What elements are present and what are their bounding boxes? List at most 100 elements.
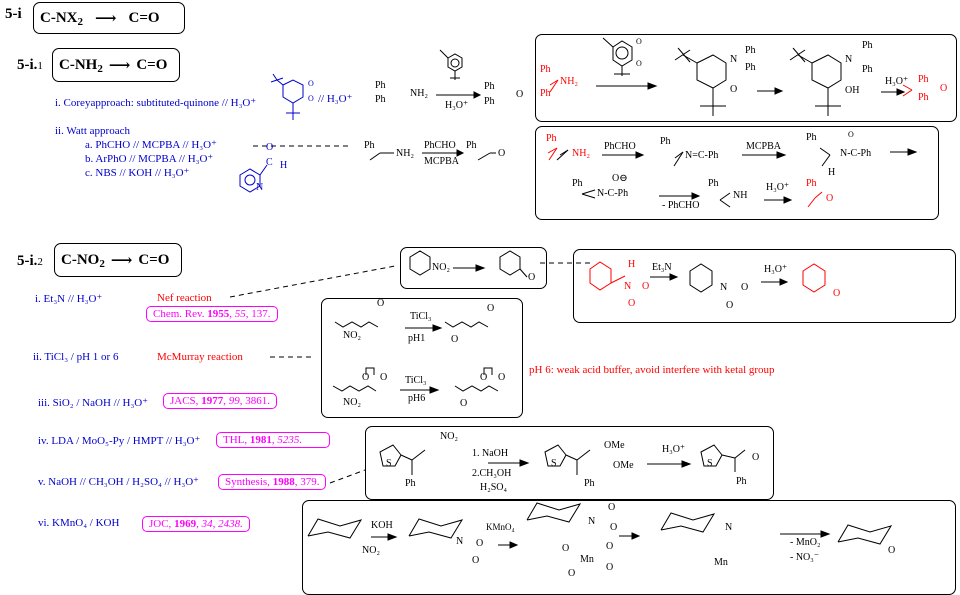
- ticl3-top-prod-o2: O: [451, 334, 459, 345]
- title-from-subscript: 2: [77, 16, 84, 28]
- mech-int2-oh: OH: [845, 85, 860, 96]
- ref-page: 5235.: [277, 434, 303, 446]
- watt-mech-int2-o: O: [848, 130, 854, 139]
- title-from-subscript: 2: [99, 258, 105, 270]
- ticl3-top-prod-o1: O: [487, 303, 495, 314]
- corey-prod-o: O: [516, 89, 524, 100]
- method-watt-b: b. ArPhO // MCPBA // H₃O⁺: [85, 153, 214, 165]
- ph6-note: pH 6: weak acid buffer, avoid interfere …: [529, 364, 775, 376]
- ref-page: 3861.: [245, 395, 270, 407]
- quinone-o2: O: [308, 94, 314, 103]
- title-to: C=O: [128, 9, 160, 26]
- mech-int1-ph1: Ph: [745, 45, 756, 56]
- kmno4-step1: KOH: [371, 520, 393, 531]
- section-number-1-sub: 1: [37, 60, 43, 72]
- thio-step1a: 1. NaOH: [472, 448, 509, 459]
- watt-mech-ph: Ph: [546, 133, 557, 144]
- nef-mech-h: H: [628, 259, 636, 270]
- ref-year: 1955: [207, 308, 230, 320]
- method-nef: i. Et₃N // H₃O⁺: [35, 293, 103, 305]
- thio-ph3: Ph: [736, 476, 747, 487]
- reference-jacs[interactable]: JACS, 1977, 99, 3861.: [163, 393, 277, 409]
- kmno4-int-n: N: [588, 516, 596, 527]
- kmno4-scheme-box: [302, 500, 956, 595]
- corey-below-arrow: H₃O⁺: [445, 100, 469, 111]
- ref-volume: 99: [228, 395, 240, 407]
- method-corey: i. Coreyapproach: subtituted-quinone // …: [55, 97, 257, 109]
- corey-prod-ph2: Ph: [484, 96, 495, 107]
- mech-start-nh2: NH₂: [560, 76, 578, 87]
- nef-mech-int-o2: O: [726, 300, 734, 311]
- mech-start-ph2: Ph: [540, 88, 551, 99]
- ref-page: 2438.: [218, 518, 243, 530]
- corey-ph2: Ph: [375, 94, 386, 105]
- mech-int2-n: N: [845, 54, 853, 65]
- pyridine-o: O: [266, 142, 274, 153]
- kmno4-no2: NO₂: [362, 545, 380, 556]
- ticl3-top-o: O: [377, 298, 385, 309]
- nef-mech-int-o1: O: [741, 282, 749, 293]
- corey-nh2: NH₂: [410, 88, 428, 99]
- mech-prod-ph2: Ph: [918, 92, 929, 103]
- mech-int1-ph2: Ph: [745, 62, 756, 73]
- section-number-1-text: 5-i.: [17, 57, 38, 73]
- ticl3-top-cond: pH1: [408, 333, 426, 344]
- nef-product-ring: [802, 263, 826, 293]
- reference-chem-rev[interactable]: Chem. Rev. 1955, 55, 137.: [146, 306, 278, 322]
- kmno4-int-o: O: [562, 543, 570, 554]
- reference-synthesis[interactable]: Synthesis, 1988, 379.: [218, 474, 327, 490]
- nef-mech-step2: H₃O⁺: [764, 264, 788, 275]
- ref-journal: Synthesis,: [225, 476, 270, 488]
- reference-joc[interactable]: JOC, 1969, 34, 2438.: [142, 516, 250, 532]
- ticl3-bot-cond: pH6: [408, 393, 426, 404]
- kmno4-byproduct2: - NO₃⁻: [790, 552, 820, 563]
- ticl3-bot-prod-o3: O: [460, 398, 468, 409]
- mech-int2-ph2: Ph: [862, 64, 873, 75]
- title-from: C-NX: [40, 9, 78, 26]
- kmno4-int-mno3: O: [568, 568, 576, 579]
- ticl3-scheme-box: [321, 298, 523, 418]
- thio-s3: S: [707, 458, 713, 469]
- watt-mech-nh2: NH₂: [572, 148, 590, 159]
- watt-prod-ph: Ph: [466, 140, 477, 151]
- reference-thl[interactable]: THL, 1981, 5235.: [216, 432, 330, 448]
- kmno4-int2-n: N: [725, 522, 733, 533]
- method-watt-a: a. PhCHO // MCPBA // H₃O⁺: [85, 139, 217, 151]
- ref-year: 1981: [249, 434, 272, 446]
- watt-ph: Ph: [364, 140, 375, 151]
- watt-mech-int3-o: O⊖: [612, 173, 628, 184]
- nef-mech-o1: O: [642, 281, 650, 292]
- ticl3-bot-reagent: TiCl₃: [405, 375, 427, 386]
- watt-mech-int1: N=C-Ph: [685, 150, 719, 161]
- ticl3-bot-prod-o1: O: [480, 372, 488, 383]
- watt-prod-o: O: [498, 148, 506, 159]
- watt-mechanism-box: [535, 126, 939, 220]
- watt-mech-int2-ph: Ph: [806, 132, 817, 143]
- kmno4-int-mno2: O: [606, 562, 614, 573]
- kmno4-int2-mn: Mn: [714, 557, 728, 568]
- nef-mech-n: N: [624, 281, 632, 292]
- pyridine-n: N: [256, 182, 264, 193]
- nef-mechanism-box: [573, 249, 956, 323]
- watt-mech-step3: - PhCHO: [662, 200, 700, 211]
- title-from-subscript: 2: [97, 63, 103, 75]
- method-sio2: iii. SiO₂ / NaOH // H₃O⁺: [38, 397, 149, 409]
- arrow-icon: ⟶: [110, 252, 133, 269]
- ticl3-bot-prod-o2: O: [498, 372, 506, 383]
- arrow-icon: ⟶: [95, 10, 117, 27]
- thio-ome1: OMe: [604, 440, 625, 451]
- thio-ome2: OMe: [613, 460, 634, 471]
- blue-pyridine-structure: [239, 164, 268, 193]
- mech-step3-reagent: H₃O⁺: [885, 76, 909, 87]
- watt-mech-step4: H₃O⁺: [766, 182, 790, 193]
- method-lda: iv. LDA / MoO₅-Py / HMPT // H₃O⁺: [38, 435, 201, 447]
- watt-mech-int4-ph: Ph: [708, 178, 719, 189]
- kmno4-byproduct1: - MnO₂: [790, 537, 821, 548]
- watt-below-arrow: MCPBA: [424, 156, 460, 167]
- ticl3-top-no2: NO₂: [343, 330, 361, 341]
- mech-int1-o: O: [730, 84, 738, 95]
- kmno4-nitronate-o2: O: [472, 555, 480, 566]
- kmno4-int-o2: O: [610, 522, 618, 533]
